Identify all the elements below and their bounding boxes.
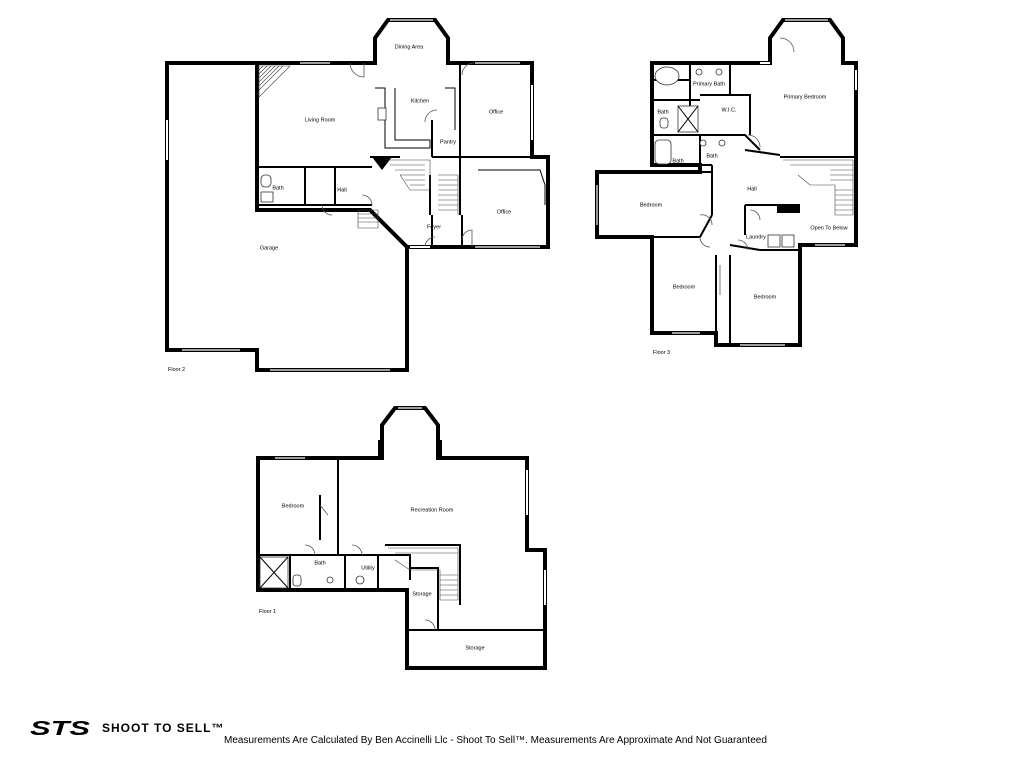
room-label-bath-floor-3-c: Bath	[706, 153, 717, 159]
sink-icon	[377, 107, 387, 121]
room-label-utility: Utility	[361, 565, 375, 571]
sts-logo: STS	[30, 718, 91, 738]
shower-cross	[259, 556, 289, 589]
floor-1-interior-walls	[258, 458, 545, 631]
floor-1-door-swings	[304, 504, 436, 631]
floor-label-1: Floor 1	[259, 609, 276, 615]
room-label-bedroom-floor-3-sw: Bedroom	[673, 284, 696, 290]
floor-labels: Floor 2 Floor 3 Floor 1	[168, 350, 670, 615]
floor-3-plan	[595, 18, 858, 347]
sts-logo-text: STS	[30, 718, 91, 738]
brand-name: SHOOT TO SELL™	[102, 721, 225, 735]
office-bay-outline	[478, 169, 546, 205]
footer-brand: STS SHOOT TO SELL™	[30, 716, 224, 740]
room-label-wic: W.I.C.	[722, 107, 737, 113]
floor-3-outer-walls	[595, 18, 858, 347]
toilet-icon	[292, 574, 302, 587]
room-label-kitchen: Kitchen	[411, 98, 429, 104]
room-label-bath-floor-1: Bath	[314, 560, 325, 566]
floor-3-window-lines	[596, 19, 845, 346]
room-label-open-to-below: Open To Below	[810, 225, 847, 231]
room-label-hall-floor-3: Hall	[747, 186, 756, 192]
garage-walls	[165, 61, 409, 372]
room-label-living-room: Living Room	[305, 117, 336, 123]
sink-icon	[715, 68, 723, 76]
room-label-storage-large: Storage	[465, 645, 484, 651]
dryer-icon	[781, 234, 795, 248]
sink-icon	[695, 68, 703, 76]
room-label-primary-bedroom: Primary Bedroom	[784, 94, 827, 100]
laundry-wall-block	[777, 205, 800, 213]
room-label-primary-bath: Primary Bath	[693, 81, 725, 87]
bathtub-icon	[654, 66, 680, 86]
bathtub-icon	[654, 139, 672, 165]
room-label-foyer: Foyer	[427, 224, 441, 230]
floor-2-plan	[165, 18, 550, 372]
room-label-bath-floor-3-a: Bath	[657, 109, 668, 115]
floor-1-stairs	[388, 547, 459, 601]
floor-1-plan	[256, 406, 547, 670]
floor-2-stairs	[385, 159, 459, 215]
door-swings	[321, 62, 475, 248]
measurement-notice: Measurements Are Calculated By Ben Accin…	[224, 735, 767, 746]
floor-1-outer-walls	[256, 406, 547, 670]
fireplace-hatching	[258, 65, 291, 98]
garage-steps	[357, 209, 379, 229]
room-label-office-south: Office	[497, 209, 511, 215]
toilet-icon	[659, 117, 669, 129]
room-label-bath-floor-3-b: Bath	[672, 158, 683, 164]
shower-cross	[677, 105, 699, 133]
floor-3-windows	[596, 19, 857, 346]
toilet-icon	[260, 174, 272, 188]
room-label-storage-small: Storage	[412, 591, 431, 597]
room-label-recreation-room: Recreation Room	[411, 507, 454, 513]
window-lines	[182, 19, 540, 371]
room-label-bedroom-floor-1: Bedroom	[282, 503, 305, 509]
room-label-bath-floor-2: Bath	[272, 185, 283, 191]
room-label-dining-area: Dining Area	[395, 44, 424, 50]
kitchen-counters	[375, 87, 456, 149]
room-label-pantry: Pantry	[440, 139, 456, 145]
floor-3-interior-walls	[652, 63, 856, 345]
floor-1-window-lines	[275, 407, 422, 459]
sink-icon	[260, 191, 274, 203]
sink-icon	[699, 139, 707, 147]
room-label-hall-floor-2: Hall	[337, 187, 346, 193]
floor-label-3: Floor 3	[653, 350, 670, 356]
washer-icon	[767, 234, 781, 248]
sink-icon	[718, 139, 726, 147]
water-heater-icon	[355, 575, 365, 585]
room-label-office-north: Office	[489, 109, 503, 115]
room-label-laundry: Laundry	[746, 234, 766, 240]
floor-2-outer-walls	[255, 18, 550, 249]
room-labels: Dining Area Living Room Kitchen Office P…	[260, 44, 848, 651]
room-label-bedroom-floor-3-west: Bedroom	[640, 202, 663, 208]
floor-3-door-swings	[699, 37, 795, 295]
room-label-bedroom-floor-3-se: Bedroom	[754, 294, 777, 300]
sink-icon	[326, 576, 334, 584]
bay-corner-blocks	[378, 440, 442, 458]
floor-3-stairs	[783, 159, 854, 216]
floor-label-2: Floor 2	[168, 367, 185, 373]
stair-wall-mark	[372, 157, 392, 170]
room-label-garage: Garage	[260, 245, 278, 251]
